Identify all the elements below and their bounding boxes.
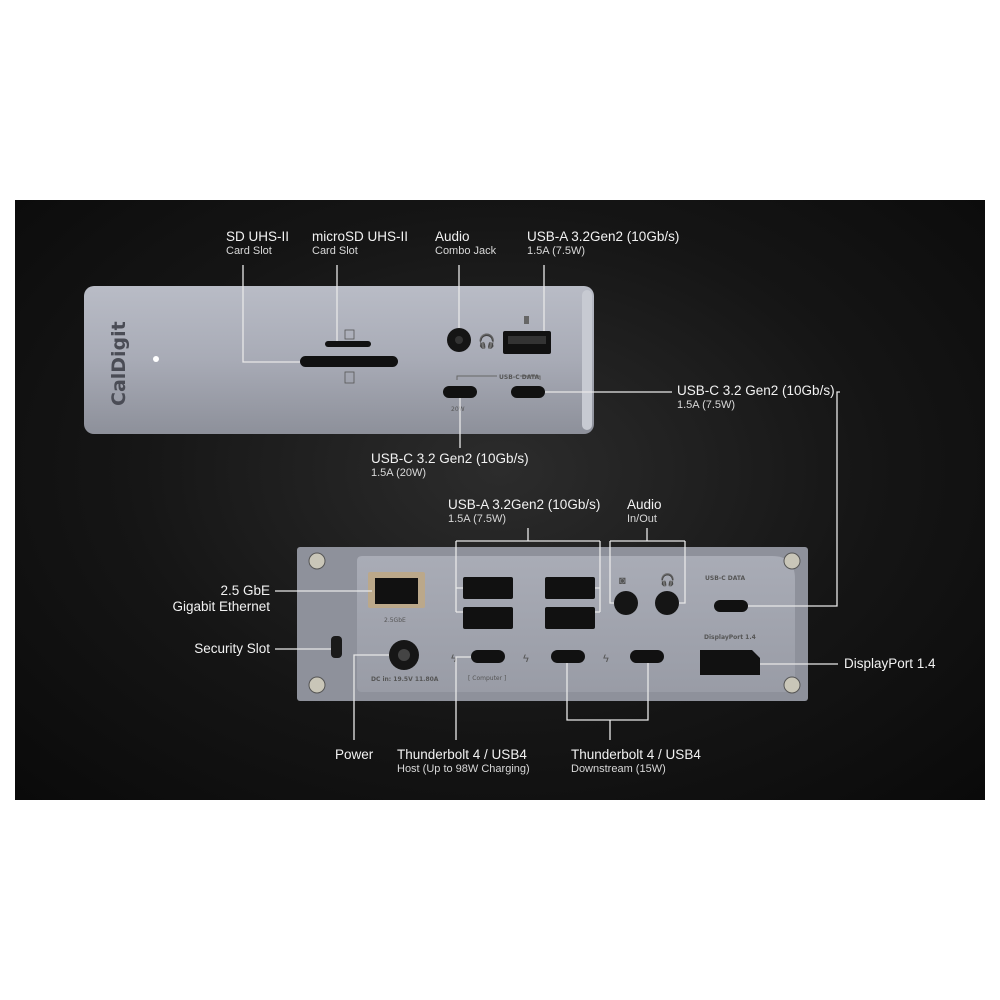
security-slot[interactable] <box>331 636 342 658</box>
label-front-usb-c-right: USB-C 3.2 Gen2 (10Gb/s)1.5A (7.5W) <box>677 383 835 411</box>
mic-icon: ◙ <box>619 575 626 587</box>
back-usb-c-data-port[interactable] <box>714 600 748 612</box>
microsd-slot[interactable] <box>325 341 371 347</box>
label-power: Power <box>335 747 374 762</box>
dc-in-print: DC in: 19.5V 11.80A <box>371 676 439 683</box>
back-usbc-data-print: USB-C DATA <box>705 575 746 582</box>
headset-icon: 🎧 <box>478 333 495 350</box>
sd-icon <box>344 371 355 384</box>
screw-icons <box>308 552 801 694</box>
ethernet-print: 2.5GbE <box>384 617 406 624</box>
svg-text:ϟ: ϟ <box>451 653 457 665</box>
label-displayport: DisplayPort 1.4 <box>844 656 936 671</box>
headphone-out-jack[interactable] <box>655 591 679 615</box>
thunderbolt-ports[interactable] <box>471 650 664 663</box>
20w-print: 20W <box>451 406 465 413</box>
sd-slot[interactable] <box>300 356 398 367</box>
computer-print: [ Computer ] <box>468 675 506 682</box>
brand-logo: CalDigit <box>108 321 130 406</box>
back-usb-a-ports[interactable] <box>463 577 595 629</box>
headphone-icon: 🎧 <box>660 573 675 587</box>
front-usb-c-port[interactable] <box>511 386 545 398</box>
dock-front: CalDigit 🎧 USB-C DATA 20W <box>84 286 594 434</box>
label-security-slot: Security Slot <box>194 641 270 656</box>
status-led <box>153 356 159 362</box>
label-front-usb-c-left: USB-C 3.2 Gen2 (10Gb/s)1.5A (20W) <box>371 451 529 479</box>
usbc-data-print: USB-C DATA <box>499 374 540 381</box>
svg-text:ϟ: ϟ <box>523 653 529 665</box>
front-usb-c-port-20w[interactable] <box>443 386 477 398</box>
mic-in-jack[interactable] <box>614 591 638 615</box>
displayport-print: DisplayPort 1.4 <box>704 634 756 641</box>
label-front-usb-a: USB-A 3.2Gen2 (10Gb/s)1.5A (7.5W) <box>527 229 680 257</box>
label-back-usb-a: USB-A 3.2Gen2 (10Gb/s)1.5A (7.5W) <box>448 497 601 525</box>
svg-text:ϟ: ϟ <box>603 653 609 665</box>
displayport-port[interactable] <box>700 650 760 675</box>
dock-back: 2.5GbE DC in: 19.5V 11.80A ◙ 🎧 USB-C DAT… <box>297 547 808 701</box>
leader-lines <box>242 265 840 740</box>
battery-icon <box>524 316 529 324</box>
microsd-icon <box>344 329 355 340</box>
